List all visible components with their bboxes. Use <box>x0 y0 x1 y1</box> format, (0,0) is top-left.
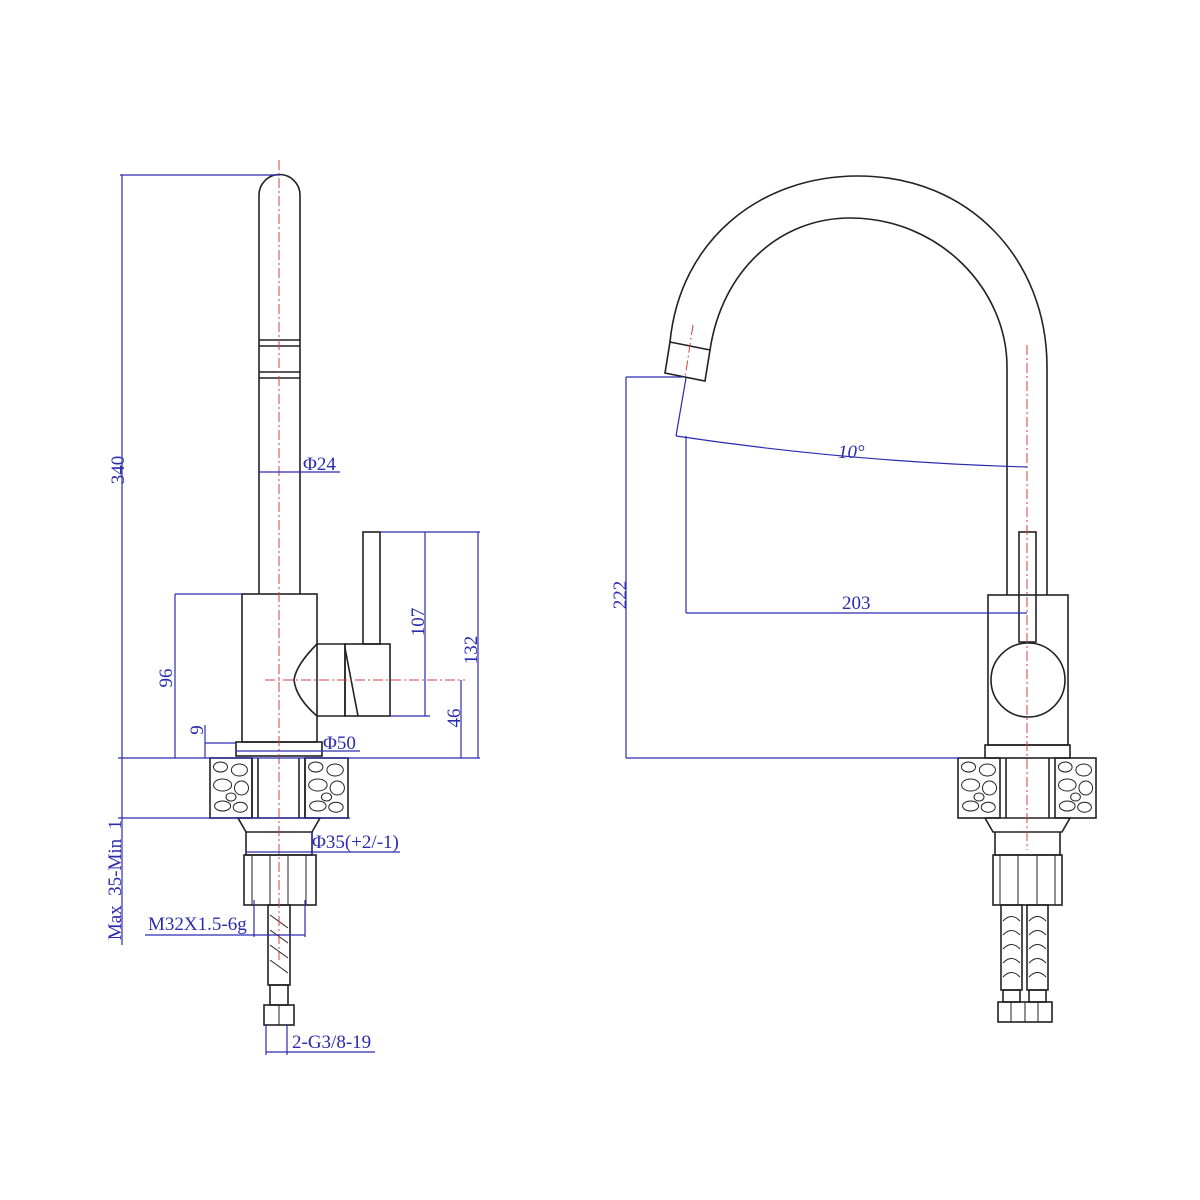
stone-texture <box>1058 800 1076 812</box>
stone-texture <box>213 778 233 792</box>
front-view: 222 10° 203 <box>610 175 1097 1023</box>
stone-texture <box>320 792 333 802</box>
stone-texture <box>214 800 232 812</box>
stone-texture <box>329 780 345 796</box>
stone-texture <box>309 800 327 812</box>
supply-hoses <box>997 904 1053 1023</box>
stone-texture <box>308 761 324 773</box>
stone-texture <box>982 780 997 796</box>
faucet-body <box>987 594 1069 746</box>
stone-texture <box>973 792 985 802</box>
dim-hose: 2-G3/8-19 <box>292 1032 371 1053</box>
stone-texture <box>1057 761 1073 773</box>
dim-handle-top: 132 <box>461 636 482 665</box>
dim-spout-height: 222 <box>610 581 631 610</box>
stone-texture <box>961 761 976 773</box>
stone-texture <box>1078 780 1094 796</box>
hose-corrugation <box>1002 930 1021 936</box>
dim-spout-reach: 203 <box>842 593 871 614</box>
gooseneck-spout <box>664 175 1048 595</box>
hose-corrugation <box>1002 972 1021 978</box>
hose-corrugation <box>1028 958 1047 964</box>
stone-texture <box>1077 801 1092 813</box>
stone-texture <box>326 763 344 777</box>
stone-texture <box>978 763 996 777</box>
side-view: 340 Φ24 96 9 107 132 46 Φ50 Φ35(+2/-1) M… <box>105 160 482 1055</box>
dim-flange-height: 9 <box>187 725 208 735</box>
countertop-section <box>957 757 1097 819</box>
handle-assembly <box>293 531 391 717</box>
dim-body-height: 96 <box>156 669 177 688</box>
hose-corrugation <box>1028 972 1047 978</box>
supply-hose <box>263 904 295 1026</box>
spout-centerline <box>684 324 694 379</box>
dimension-lines <box>118 174 480 1055</box>
hose-corrugation <box>1028 916 1047 922</box>
dim-flange-diameter: Φ50 <box>323 733 356 754</box>
dimension-lines <box>625 376 1028 759</box>
stone-texture <box>232 801 248 813</box>
stone-texture <box>225 792 237 802</box>
hose-corrugation <box>1002 944 1021 950</box>
dim-spout-angle: 10° <box>838 442 865 463</box>
stone-texture <box>328 801 344 813</box>
dim-total-height: 340 <box>108 456 129 485</box>
aerator <box>664 341 711 382</box>
stone-texture <box>1070 792 1081 802</box>
dim-spout-diameter: Φ24 <box>303 454 336 475</box>
hose-corrugation <box>1028 930 1047 936</box>
handle-lever <box>362 531 381 645</box>
hose-corrugation <box>1002 958 1021 964</box>
hose-corrugation <box>1028 944 1047 950</box>
stone-texture <box>230 763 248 777</box>
stone-texture <box>962 800 980 812</box>
stone-texture <box>213 761 228 773</box>
stone-texture <box>980 801 996 813</box>
dim-counter-thickness: Max 35-Min 1 <box>105 820 126 940</box>
dim-handle-axis: 46 <box>444 709 465 728</box>
stone-texture <box>1075 763 1093 777</box>
dim-thread: M32X1.5-6g <box>148 914 247 935</box>
dim-handle-height: 107 <box>408 608 429 637</box>
handle-knob <box>990 642 1066 718</box>
stone-texture <box>961 778 981 792</box>
hose-corrugation <box>1002 916 1021 922</box>
dim-hole-diameter: Φ35(+2/-1) <box>312 832 399 853</box>
stone-texture <box>1058 778 1077 792</box>
stone-texture <box>234 780 249 796</box>
stone-texture <box>308 778 328 792</box>
